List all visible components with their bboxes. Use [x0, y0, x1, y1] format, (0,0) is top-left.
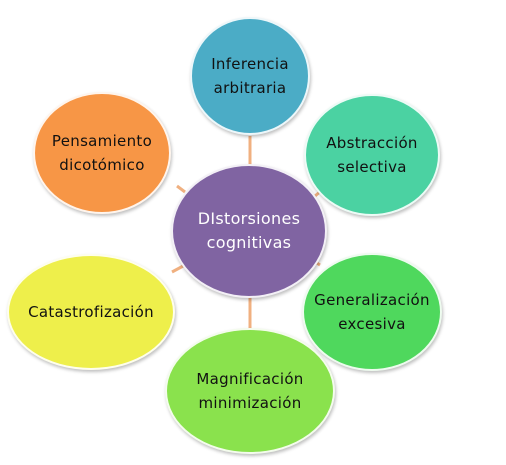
node-center-distorsiones-cognitivas: DIstorsiones cognitivas: [171, 164, 327, 298]
node-pensamiento-dicotomico: Pensamiento dicotómico: [33, 92, 171, 214]
node-abstraccion-selectiva: Abstracción selectiva: [304, 94, 440, 216]
node-label: Magnificación minimización: [196, 370, 304, 412]
node-generalizacion-excesiva: Generalización excesiva: [302, 253, 442, 371]
node-magnificacion-minimizacion: Magnificación minimización: [165, 328, 335, 454]
node-catastrofizacion: Catastrofización: [7, 254, 175, 370]
node-label: Inferencia arbitraria: [211, 55, 289, 97]
connector-pensamiento: [176, 184, 186, 194]
node-label: Generalización excesiva: [314, 291, 430, 333]
node-label: Abstracción selectiva: [326, 134, 418, 176]
node-label: Pensamiento dicotómico: [51, 132, 153, 174]
node-label: Catastrofización: [28, 303, 154, 321]
node-inferencia-arbitraria: Inferencia arbitraria: [190, 17, 310, 135]
center-label: DIstorsiones cognitivas: [197, 209, 301, 252]
